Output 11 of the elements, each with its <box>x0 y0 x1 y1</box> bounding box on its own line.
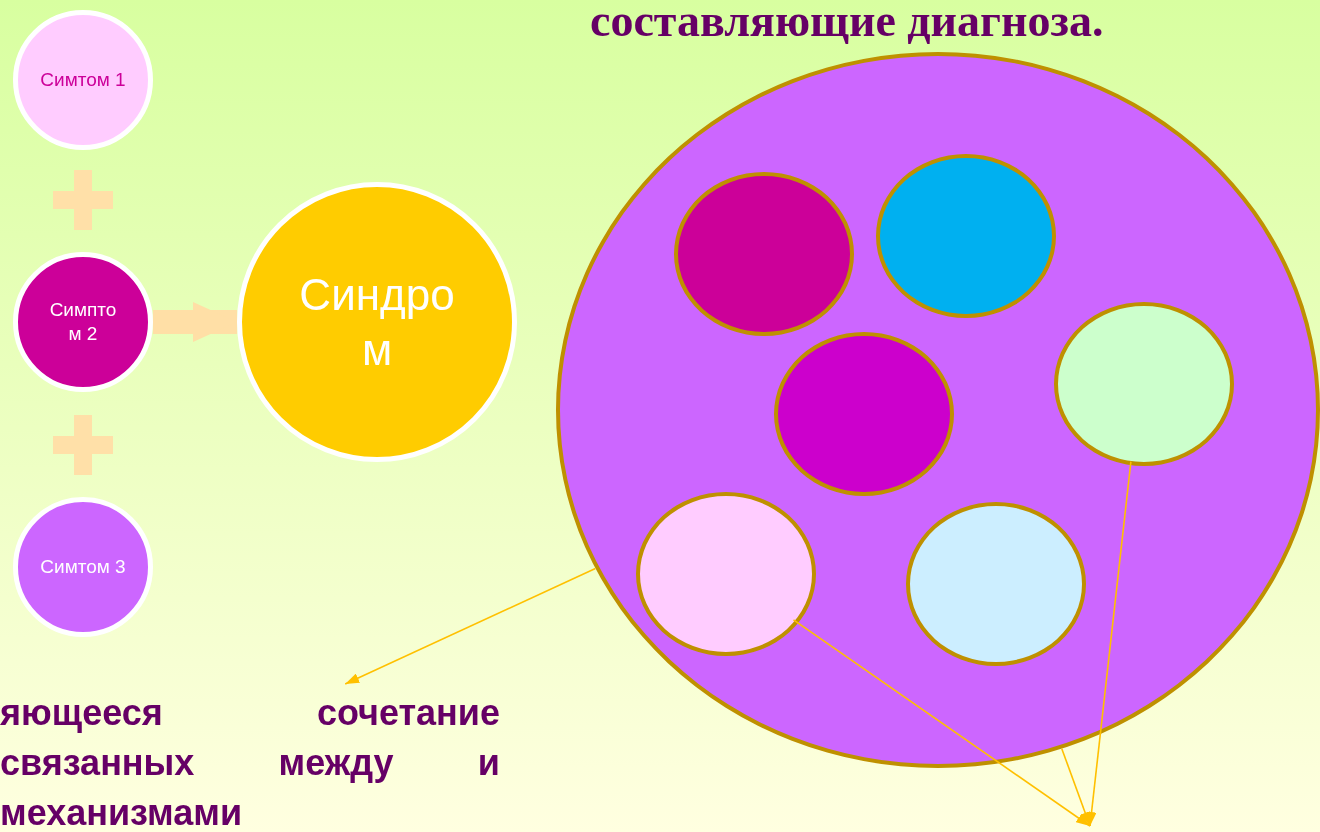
circle-node: Симпто м 2 <box>13 252 153 392</box>
block-arrow <box>153 302 237 342</box>
arrow <box>792 619 1091 827</box>
arrow <box>1086 460 1132 827</box>
paragraph-text: яющееся сочетание связанных между и механизмами <box>0 688 500 832</box>
circle-node: Симтом 3 <box>13 497 153 637</box>
circle-node: Синдро м <box>237 182 517 462</box>
title: составляющие диагноза. <box>590 0 1104 47</box>
arrow <box>1061 747 1091 827</box>
circle-node: Симтом 1 <box>13 10 153 150</box>
arrow <box>344 567 597 685</box>
